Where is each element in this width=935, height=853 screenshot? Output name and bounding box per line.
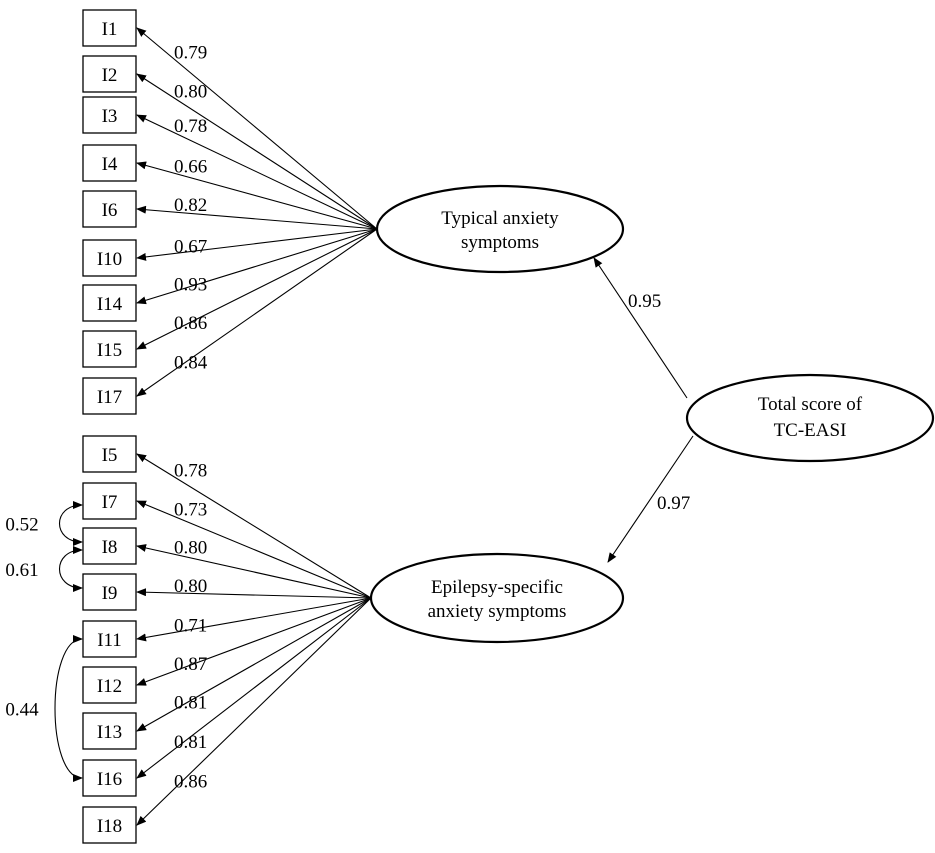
- loading-path-i10: [136, 228, 378, 261]
- loading-path-i14: [136, 228, 378, 305]
- item-box-i12: [82, 666, 137, 704]
- item-box-i5: [82, 435, 137, 473]
- loading-value-i18: 0.86: [174, 771, 207, 792]
- item-label-i1: I1: [102, 19, 118, 40]
- higher-order-ellipse: [685, 373, 935, 463]
- item-label-i10: I10: [97, 249, 122, 270]
- higher-order-path-typical: [593, 257, 688, 399]
- loading-value-i6: 0.82: [174, 195, 207, 216]
- loading-value-i16: 0.81: [174, 732, 207, 753]
- item-label-i7: I7: [102, 492, 118, 513]
- item-label-i13: I13: [97, 722, 122, 743]
- loading-path-i17: [136, 228, 378, 397]
- item-label-i18: I18: [97, 816, 122, 837]
- item-box-i4: [82, 144, 137, 182]
- item-label-i15: I15: [97, 340, 122, 361]
- item-box-i14: [82, 284, 137, 322]
- covariance-value-i11-i16: 0.44: [5, 700, 39, 721]
- loading-value-i10: 0.67: [174, 236, 207, 257]
- factor-label-epilepsy-line-1: Epilepsy-specific: [431, 577, 563, 598]
- loading-path-i11: [136, 597, 372, 642]
- loading-path-i1: [136, 27, 378, 230]
- loading-path-i5: [136, 453, 372, 599]
- loading-path-i7: [136, 500, 372, 599]
- factor-ellipse-epilepsy: [369, 552, 625, 644]
- error-covariance-i11-i16: [54, 635, 83, 782]
- loading-path-i13: [136, 597, 372, 732]
- loading-path-i3: [136, 114, 378, 230]
- item-box-i17: [82, 377, 137, 415]
- item-label-i5: I5: [102, 445, 118, 466]
- loading-value-i7: 0.73: [174, 500, 207, 521]
- loading-value-i15: 0.86: [174, 313, 207, 334]
- higher-order-label-line-2: TC-EASI: [774, 420, 847, 441]
- loading-value-i13: 0.81: [174, 692, 207, 713]
- error-covariance-i8-i9: [58, 546, 83, 592]
- loading-value-i5: 0.78: [174, 460, 207, 481]
- item-box-i13: [82, 712, 137, 750]
- item-box-i8: [82, 527, 137, 565]
- higher-order-loading-epilepsy: 0.97: [657, 493, 690, 514]
- loading-value-i11: 0.71: [174, 615, 207, 636]
- factor-label-typical-line-2: symptoms: [461, 232, 539, 253]
- item-box-i10: [82, 239, 137, 277]
- loading-path-i6: [136, 205, 378, 230]
- item-label-i11: I11: [97, 630, 122, 651]
- item-label-i14: I14: [97, 294, 123, 315]
- higher-order-label-line-1: Total score of: [758, 394, 863, 415]
- loading-path-i8: [136, 544, 372, 599]
- item-box-i7: [82, 482, 137, 520]
- item-box-i9: [82, 573, 137, 611]
- factor-label-typical-line-1: Typical anxiety: [441, 208, 559, 229]
- item-label-i8: I8: [102, 537, 118, 558]
- item-label-i2: I2: [102, 65, 118, 86]
- error-covariance-i7-i8: [58, 501, 83, 546]
- factor-ellipse-typical: [375, 184, 625, 274]
- item-box-i16: [82, 759, 137, 797]
- loading-value-i2: 0.80: [174, 81, 207, 102]
- item-label-i9: I9: [102, 583, 118, 604]
- loading-value-i8: 0.80: [174, 537, 207, 558]
- item-box-i2: [82, 55, 137, 93]
- item-box-i3: [82, 96, 137, 134]
- loading-path-i2: [136, 73, 378, 230]
- item-box-i15: [82, 330, 137, 368]
- loading-value-i9: 0.80: [174, 576, 207, 597]
- item-label-i3: I3: [102, 106, 118, 127]
- loading-value-i17: 0.84: [174, 353, 208, 374]
- loading-path-i4: [136, 161, 378, 230]
- item-label-i6: I6: [102, 200, 118, 221]
- loading-path-i15: [136, 228, 378, 350]
- item-box-i11: [82, 620, 137, 658]
- factor-label-epilepsy-line-2: anxiety symptoms: [428, 601, 567, 622]
- item-box-i6: [82, 190, 137, 228]
- higher-order-loading-typical: 0.95: [628, 291, 661, 312]
- node-layer: [82, 9, 935, 844]
- item-box-i1: [82, 9, 137, 47]
- item-box-i18: [82, 806, 137, 844]
- loading-value-i12: 0.87: [174, 654, 207, 675]
- covariance-value-i7-i8: 0.52: [5, 515, 38, 536]
- item-label-i17: I17: [97, 387, 122, 408]
- covariance-value-i8-i9: 0.61: [5, 560, 38, 581]
- loading-value-i14: 0.93: [174, 274, 207, 295]
- loading-value-i4: 0.66: [174, 156, 207, 177]
- path-layer: [54, 27, 694, 826]
- loading-path-i18: [136, 597, 372, 826]
- loading-path-i9: [136, 588, 372, 599]
- loading-value-i1: 0.79: [174, 43, 207, 64]
- higher-order-path-epilepsy: [607, 435, 694, 563]
- item-label-i4: I4: [102, 154, 118, 175]
- item-label-i12: I12: [97, 676, 122, 697]
- item-label-i16: I16: [97, 769, 122, 790]
- loading-path-i12: [136, 597, 372, 686]
- loading-value-i3: 0.78: [174, 116, 207, 137]
- loading-path-i16: [136, 597, 372, 779]
